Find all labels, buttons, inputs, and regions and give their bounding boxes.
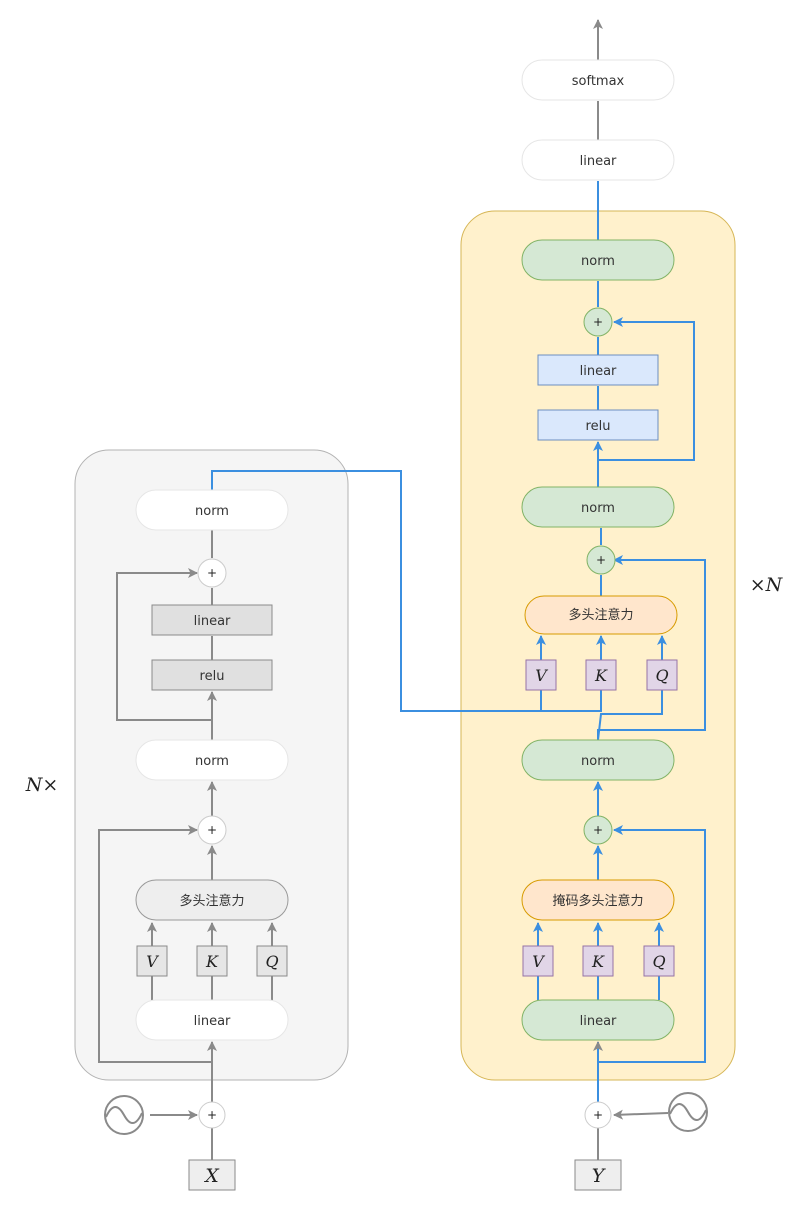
encoder-plus-top	[197, 558, 227, 588]
decoder-masked-v-label: V	[532, 952, 545, 971]
encoder-k-label: K	[205, 952, 219, 971]
decoder-masked-k-box	[582, 945, 614, 977]
sine-wave-icon	[104, 1095, 144, 1135]
decoder-plus-low-label: +	[593, 823, 603, 837]
decoder-masked-k-label: K	[591, 952, 605, 971]
decoder-norm-mid	[521, 486, 675, 528]
decoder-masked-q-label: Q	[652, 952, 665, 971]
decoder-masked-q-box	[643, 945, 675, 977]
encoder-v-label: V	[146, 952, 159, 971]
encoder-attention	[135, 879, 289, 921]
decoder-norm-top-label: norm	[581, 254, 615, 269]
encoder-linear-in	[135, 999, 289, 1041]
output-softmax-label: softmax	[572, 74, 625, 89]
decoder-plus-top	[583, 307, 613, 337]
sine-wave-icon	[668, 1092, 708, 1132]
decoder-input-label: Y	[592, 1165, 607, 1187]
decoder-norm-low	[521, 739, 675, 781]
decoder-gray-connectors	[593, 19, 669, 1160]
decoder-relu-label: relu	[586, 419, 611, 434]
encoder-input-plus-label: +	[207, 1108, 217, 1122]
decoder-cross-attention	[524, 595, 678, 635]
decoder-ffn-linear	[537, 354, 659, 386]
decoder-plus-top-label: +	[593, 315, 603, 329]
encoder-k-box	[196, 945, 228, 977]
encoder-repeat-label: N×	[25, 774, 59, 796]
encoder-plus-mid-label: +	[207, 823, 217, 837]
encoder-relu-label: relu	[200, 669, 225, 684]
decoder-cross-q-label: Q	[655, 666, 668, 685]
decoder-masked-attention-label: 掩码多头注意力	[552, 893, 643, 909]
decoder-linear-in	[521, 999, 675, 1041]
decoder-input-box	[574, 1159, 622, 1191]
output-linear	[521, 139, 675, 181]
encoder-norm-mid-label: norm	[195, 754, 229, 769]
decoder-cross-v-label: V	[535, 666, 548, 685]
encoder-norm-top-label: norm	[195, 504, 229, 519]
decoder-norm-mid-label: norm	[581, 501, 615, 516]
encoder-relu	[151, 659, 273, 691]
encoder-ffn-linear	[151, 604, 273, 636]
encoder-linear-in-label: linear	[194, 1014, 231, 1029]
encoder-input-plus	[198, 1101, 226, 1129]
encoder-norm-top	[135, 489, 289, 531]
encoder-plus-top-label: +	[207, 566, 217, 580]
output-linear-label: linear	[580, 154, 617, 169]
encoder-v-box	[136, 945, 168, 977]
encoder-attention-label: 多头注意力	[179, 893, 244, 909]
decoder-cross-k-label: K	[594, 666, 608, 685]
decoder-blue-connectors	[211, 181, 706, 1102]
decoder-cross-k-box	[585, 659, 617, 691]
encoder-input-label: X	[203, 1165, 220, 1187]
decoder-plus-low	[583, 815, 613, 845]
encoder-norm-mid	[135, 739, 289, 781]
decoder-cross-attention-label: 多头注意力	[568, 607, 633, 623]
decoder-input-plus	[584, 1101, 612, 1129]
decoder-norm-low-label: norm	[581, 754, 615, 769]
decoder-input-plus-label: +	[593, 1108, 603, 1122]
decoder-repeat-label: ×N	[750, 574, 784, 596]
encoder-q-box	[256, 945, 288, 977]
encoder-ffn-linear-label: linear	[194, 614, 231, 629]
decoder-ffn-linear-label: linear	[580, 364, 617, 379]
encoder-input-box	[188, 1159, 236, 1191]
decoder-cross-v-box	[525, 659, 557, 691]
decoder-plus-mid	[586, 545, 616, 575]
decoder-linear-in-label: linear	[580, 1014, 617, 1029]
decoder-relu	[537, 409, 659, 441]
encoder-q-label: Q	[265, 952, 278, 971]
encoder-plus-mid	[197, 815, 227, 845]
decoder-cross-q-box	[646, 659, 678, 691]
decoder-masked-attention	[521, 879, 675, 921]
decoder-plus-mid-label: +	[596, 553, 606, 567]
decoder-masked-v-box	[522, 945, 554, 977]
decoder-norm-top	[521, 239, 675, 281]
output-softmax	[521, 59, 675, 101]
